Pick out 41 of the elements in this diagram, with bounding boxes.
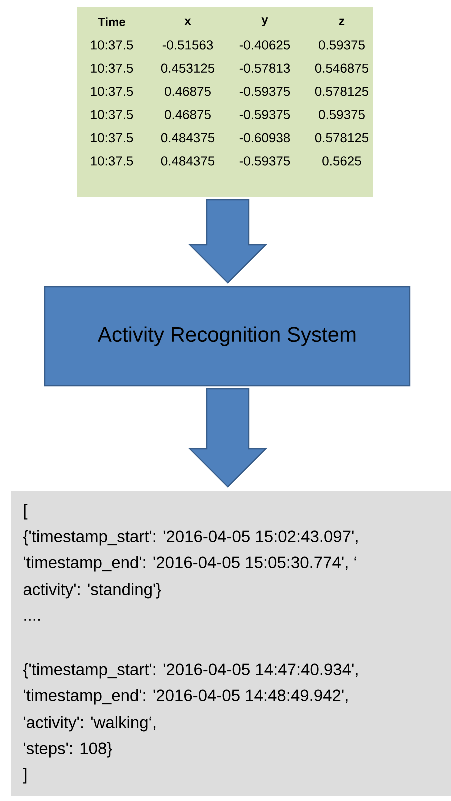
table-cell: 10:37.5: [91, 64, 134, 73]
block-arrow: [188, 388, 268, 488]
code-line: 'activity': 'walking‘,: [24, 716, 156, 732]
table-cell: 0.59375: [319, 40, 365, 50]
table-cell: 0.484375: [161, 133, 215, 143]
table-cell: 0.546875: [315, 64, 369, 73]
code-line: {'timestamp_start': '2016-04-05 15:02:43.097',: [23, 530, 358, 546]
code-line: ....: [24, 619, 40, 621]
table-cell: 0.578125: [315, 87, 369, 96]
code-line: 'steps': 108}: [24, 742, 112, 758]
table-cell: -0.40625: [240, 40, 290, 50]
table-cell: -0.59375: [240, 156, 290, 166]
code-line: [: [24, 504, 28, 520]
table-cell: -0.59375: [240, 110, 290, 120]
code-line: 'timestamp_end': '2016-04-05 15:05:30.774', ‘: [24, 556, 356, 572]
column-header: z: [339, 18, 345, 26]
table-cell: 0.484375: [161, 156, 215, 166]
table-cell: 10:37.5: [91, 40, 134, 50]
table-cell: -0.57813: [240, 64, 290, 73]
table-cell: 10:37.5: [91, 133, 134, 143]
block-arrow: [188, 199, 268, 284]
process-box: Activity Recognition System: [44, 286, 411, 387]
code-line: activity': 'standing'}: [24, 583, 162, 599]
table-cell: 0.453125: [161, 64, 215, 73]
table-cell: 0.46875: [165, 110, 211, 120]
code-line: ]: [23, 768, 27, 784]
table-cell: 10:37.5: [91, 110, 134, 120]
table-cell: 0.5625: [322, 156, 362, 166]
table-cell: 10:37.5: [91, 87, 134, 96]
table-cell: 0.578125: [315, 133, 369, 143]
column-header: y: [262, 18, 268, 26]
table-cell: 0.59375: [319, 110, 365, 120]
table-cell: 10:37.5: [91, 156, 134, 166]
table-cell: -0.51563: [162, 40, 214, 50]
column-header: Time: [98, 18, 126, 26]
code-line: 'timestamp_end': '2016-04-05 14:48:49.942',: [24, 689, 348, 705]
table-cell: 0.46875: [165, 87, 211, 96]
table-cell: -0.59375: [240, 87, 290, 96]
column-header: x: [184, 18, 192, 26]
code-line: {'timestamp_start': '2016-04-05 14:47:40.934',: [23, 663, 358, 679]
table-cell: -0.60938: [240, 133, 290, 143]
